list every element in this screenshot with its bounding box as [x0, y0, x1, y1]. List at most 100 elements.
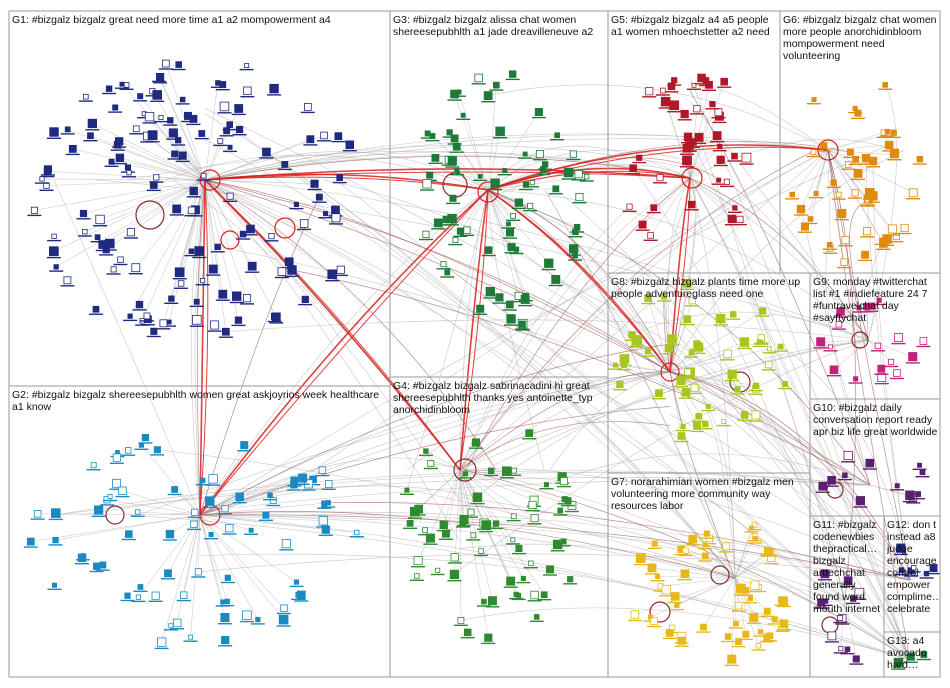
- node-g1: [65, 144, 80, 156]
- edge-inter-group: [229, 124, 911, 661]
- edge-g1: [204, 179, 227, 332]
- node-g4: [556, 538, 571, 547]
- node-g11: [814, 598, 829, 609]
- node-g2: [167, 486, 182, 496]
- edge-g1: [204, 179, 214, 270]
- node-g6: [906, 188, 921, 200]
- node-g1: [189, 298, 204, 307]
- node-g5: [664, 82, 679, 93]
- node-g1: [259, 147, 274, 159]
- edge-inter-group: [663, 296, 736, 579]
- node-g1: [154, 115, 168, 123]
- node-g1: [47, 127, 61, 140]
- node-g3: [483, 286, 498, 299]
- node-g2: [266, 497, 281, 507]
- edge-inter-group: [199, 485, 478, 516]
- node-g6: [848, 189, 863, 199]
- edge-inter-group: [204, 108, 871, 486]
- edge-g6: [815, 149, 829, 194]
- node-g1: [217, 101, 232, 114]
- edge-inter-group: [197, 179, 206, 516]
- node-g4: [447, 553, 462, 564]
- node-g8: [773, 343, 788, 352]
- node-g5: [705, 101, 720, 110]
- edge-g1: [83, 179, 206, 214]
- node-g2: [186, 520, 201, 531]
- node-g1: [317, 131, 332, 142]
- edge-g1: [53, 179, 206, 252]
- node-g4: [469, 438, 483, 449]
- node-g1: [140, 312, 154, 322]
- node-g10: [915, 469, 930, 478]
- edge-g7: [657, 576, 736, 579]
- edge-g3: [487, 111, 540, 191]
- edge-g2: [141, 445, 201, 516]
- edge-g1: [119, 157, 206, 181]
- node-g2: [218, 636, 233, 647]
- edge-g3: [487, 189, 549, 264]
- node-g1: [206, 264, 221, 276]
- node-g4: [474, 548, 489, 557]
- group-label-g9: G9: monday #twitterchat list #1 #indiefe…: [813, 276, 928, 324]
- edge-red: [204, 179, 461, 471]
- edge-inter-group: [95, 179, 869, 341]
- node-g3: [566, 244, 581, 256]
- node-g8: [641, 294, 656, 305]
- edge-g2: [190, 514, 201, 638]
- self-loop-g4: [453, 458, 477, 482]
- node-g13: [903, 652, 918, 663]
- node-g8: [680, 278, 695, 290]
- edge-g1: [41, 178, 206, 181]
- node-g3: [431, 218, 446, 230]
- node-g1: [196, 172, 211, 181]
- self-loop-g8: [660, 362, 680, 382]
- node-g3: [447, 89, 462, 101]
- node-g5: [680, 155, 694, 168]
- edge-g5: [650, 177, 691, 236]
- node-g4: [539, 482, 554, 490]
- node-g2: [287, 476, 302, 487]
- edge-inter-group: [487, 164, 691, 199]
- node-g7: [698, 542, 713, 550]
- edge-g5: [689, 177, 736, 209]
- node-g4: [407, 506, 422, 519]
- node-g6: [837, 258, 852, 269]
- edge-inter-group: [199, 514, 911, 581]
- self-loop-g1: [135, 200, 165, 230]
- node-g2: [109, 453, 124, 464]
- edge-inter-group: [665, 177, 707, 373]
- node-g2: [86, 462, 101, 471]
- edge-inter-group: [689, 177, 911, 661]
- node-g2: [91, 505, 106, 517]
- node-g3: [448, 237, 463, 246]
- node-g8: [737, 411, 752, 421]
- edge-inter-group: [199, 144, 890, 516]
- group-label-g2: G2: #bizgalz bizgalz shereesepubhlth wom…: [12, 389, 380, 413]
- node-g1: [142, 112, 157, 124]
- node-g6: [851, 168, 865, 181]
- edge-g6: [804, 149, 829, 227]
- edge-inter-group: [204, 179, 497, 471]
- node-g5: [698, 77, 713, 87]
- node-g10: [824, 475, 839, 487]
- edge-inter-group: [667, 177, 691, 360]
- node-g5: [626, 164, 641, 175]
- node-g8: [680, 315, 695, 326]
- node-g4: [509, 591, 524, 600]
- edge-inter-group: [199, 553, 911, 581]
- node-g8: [678, 387, 693, 399]
- node-g6: [885, 224, 900, 236]
- node-g11: [833, 646, 848, 654]
- edge-inter-group: [867, 84, 897, 341]
- node-g6: [794, 204, 809, 216]
- node-g1: [93, 214, 107, 227]
- node-g2: [95, 561, 110, 571]
- edge-g4: [459, 469, 535, 501]
- node-g4: [537, 591, 552, 601]
- edge-inter-group: [169, 480, 871, 516]
- edge-g4: [414, 469, 461, 512]
- node-g1: [303, 135, 318, 146]
- node-g1: [289, 201, 304, 210]
- node-g4: [455, 518, 470, 528]
